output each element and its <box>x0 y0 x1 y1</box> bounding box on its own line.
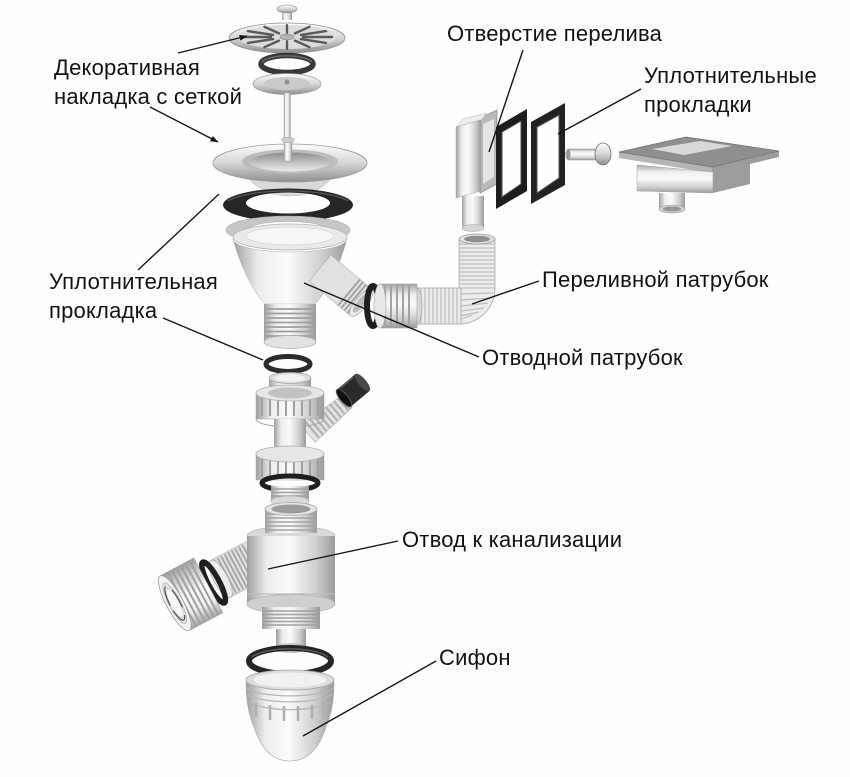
leader-line-sewer-outlet <box>267 540 399 570</box>
label-overflow-hole: Отверстие перелива <box>447 21 663 46</box>
label-overflow-pipe: Переливной патрубок <box>542 267 769 292</box>
leader-lines <box>137 34 642 737</box>
press-disc <box>252 73 322 95</box>
siphon-cup <box>245 669 335 762</box>
label-sewer-outlet: Отвод к канализации <box>402 527 623 552</box>
overflow-hose <box>364 233 496 329</box>
stem <box>283 92 291 144</box>
tailpipe-assembly <box>255 372 353 507</box>
strainer-cap <box>228 4 346 54</box>
seal-ring <box>258 52 316 76</box>
overflow-elbow <box>455 109 498 232</box>
siphon-body <box>157 502 336 653</box>
overflow-cover <box>618 136 780 214</box>
label-siphon: Сифон <box>439 645 511 670</box>
leader-line-overflow-hole <box>488 49 524 153</box>
outlet-o-ring <box>199 559 229 606</box>
leader-line-decorative-cover-flange <box>149 106 219 143</box>
outlet-nut <box>157 557 224 632</box>
leader-line-sealing-gaskets <box>557 88 642 135</box>
overflow-gaskets <box>496 103 565 209</box>
appliance-cap <box>335 373 371 408</box>
drain-body <box>232 223 374 349</box>
leader-line-siphon <box>302 660 437 737</box>
leader-line-sealing-gasket-oring <box>162 317 264 361</box>
leader-line-overflow-pipe <box>471 280 540 305</box>
label-decorative-cover: Декоративная накладка с сеткой <box>54 55 243 109</box>
flat-gasket <box>223 188 353 222</box>
label-sealing-gasket: Уплотнительная прокладка <box>49 269 218 323</box>
leader-line-outlet-pipe <box>303 282 480 358</box>
screw <box>565 142 612 166</box>
leader-line-decorative-cover-top <box>177 34 248 54</box>
label-sealing-gaskets: Уплотнительные прокладки <box>644 63 817 117</box>
leader-line-sealing-gasket-top <box>137 193 220 271</box>
label-outlet-pipe: Отводной патрубок <box>482 345 683 370</box>
o-ring-small <box>263 354 313 374</box>
drain-flange <box>212 136 368 197</box>
